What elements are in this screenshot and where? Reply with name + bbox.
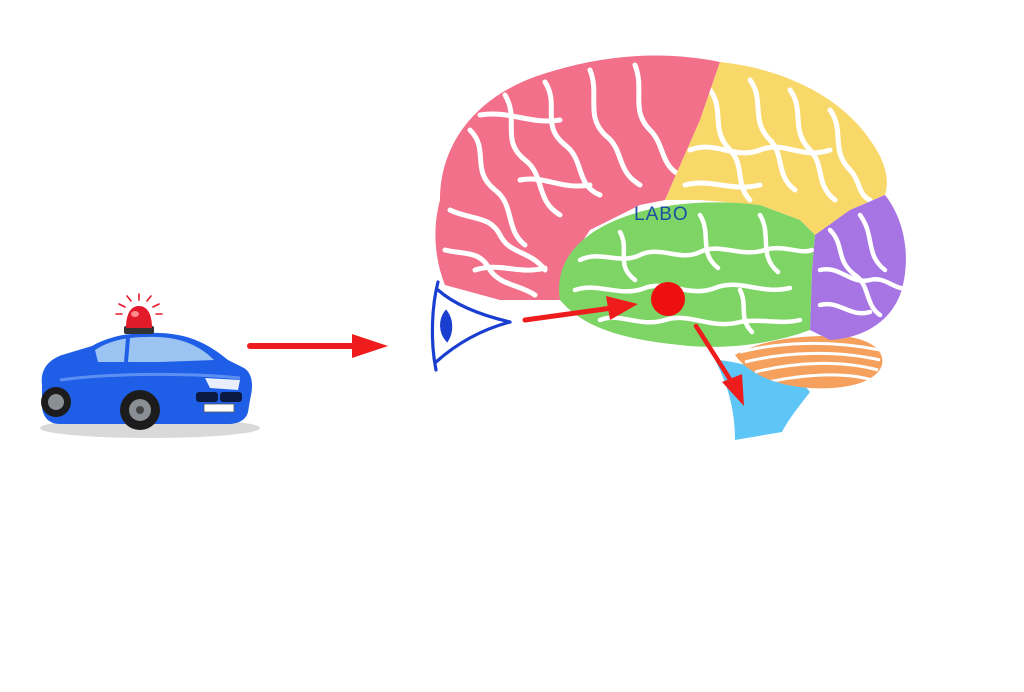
eye xyxy=(430,280,512,372)
brand-logo-text: LABO xyxy=(634,204,689,225)
arrow-eye-to-brain-center xyxy=(522,296,638,323)
frontal-lobe xyxy=(435,55,720,300)
arrow-brain-center-to-brainstem xyxy=(693,323,744,406)
brain-center-dot xyxy=(651,282,685,316)
car-highlight xyxy=(59,372,241,382)
car-grille xyxy=(196,392,218,402)
police-car xyxy=(40,293,260,438)
car-headlight xyxy=(205,378,240,390)
brain: LABO xyxy=(435,55,906,440)
car-rear-wheel xyxy=(41,387,71,417)
cerebellum xyxy=(735,335,883,389)
arrow-car-to-eye xyxy=(247,334,388,358)
siren-rays xyxy=(115,293,163,315)
car-license-plate xyxy=(203,403,235,413)
occipital-lobe xyxy=(810,195,906,340)
siren-light xyxy=(124,306,154,334)
parietal-lobe xyxy=(665,62,887,235)
car-front-wheel xyxy=(120,390,160,430)
car-window-pillar xyxy=(124,337,130,363)
car-grille-right xyxy=(220,392,242,402)
